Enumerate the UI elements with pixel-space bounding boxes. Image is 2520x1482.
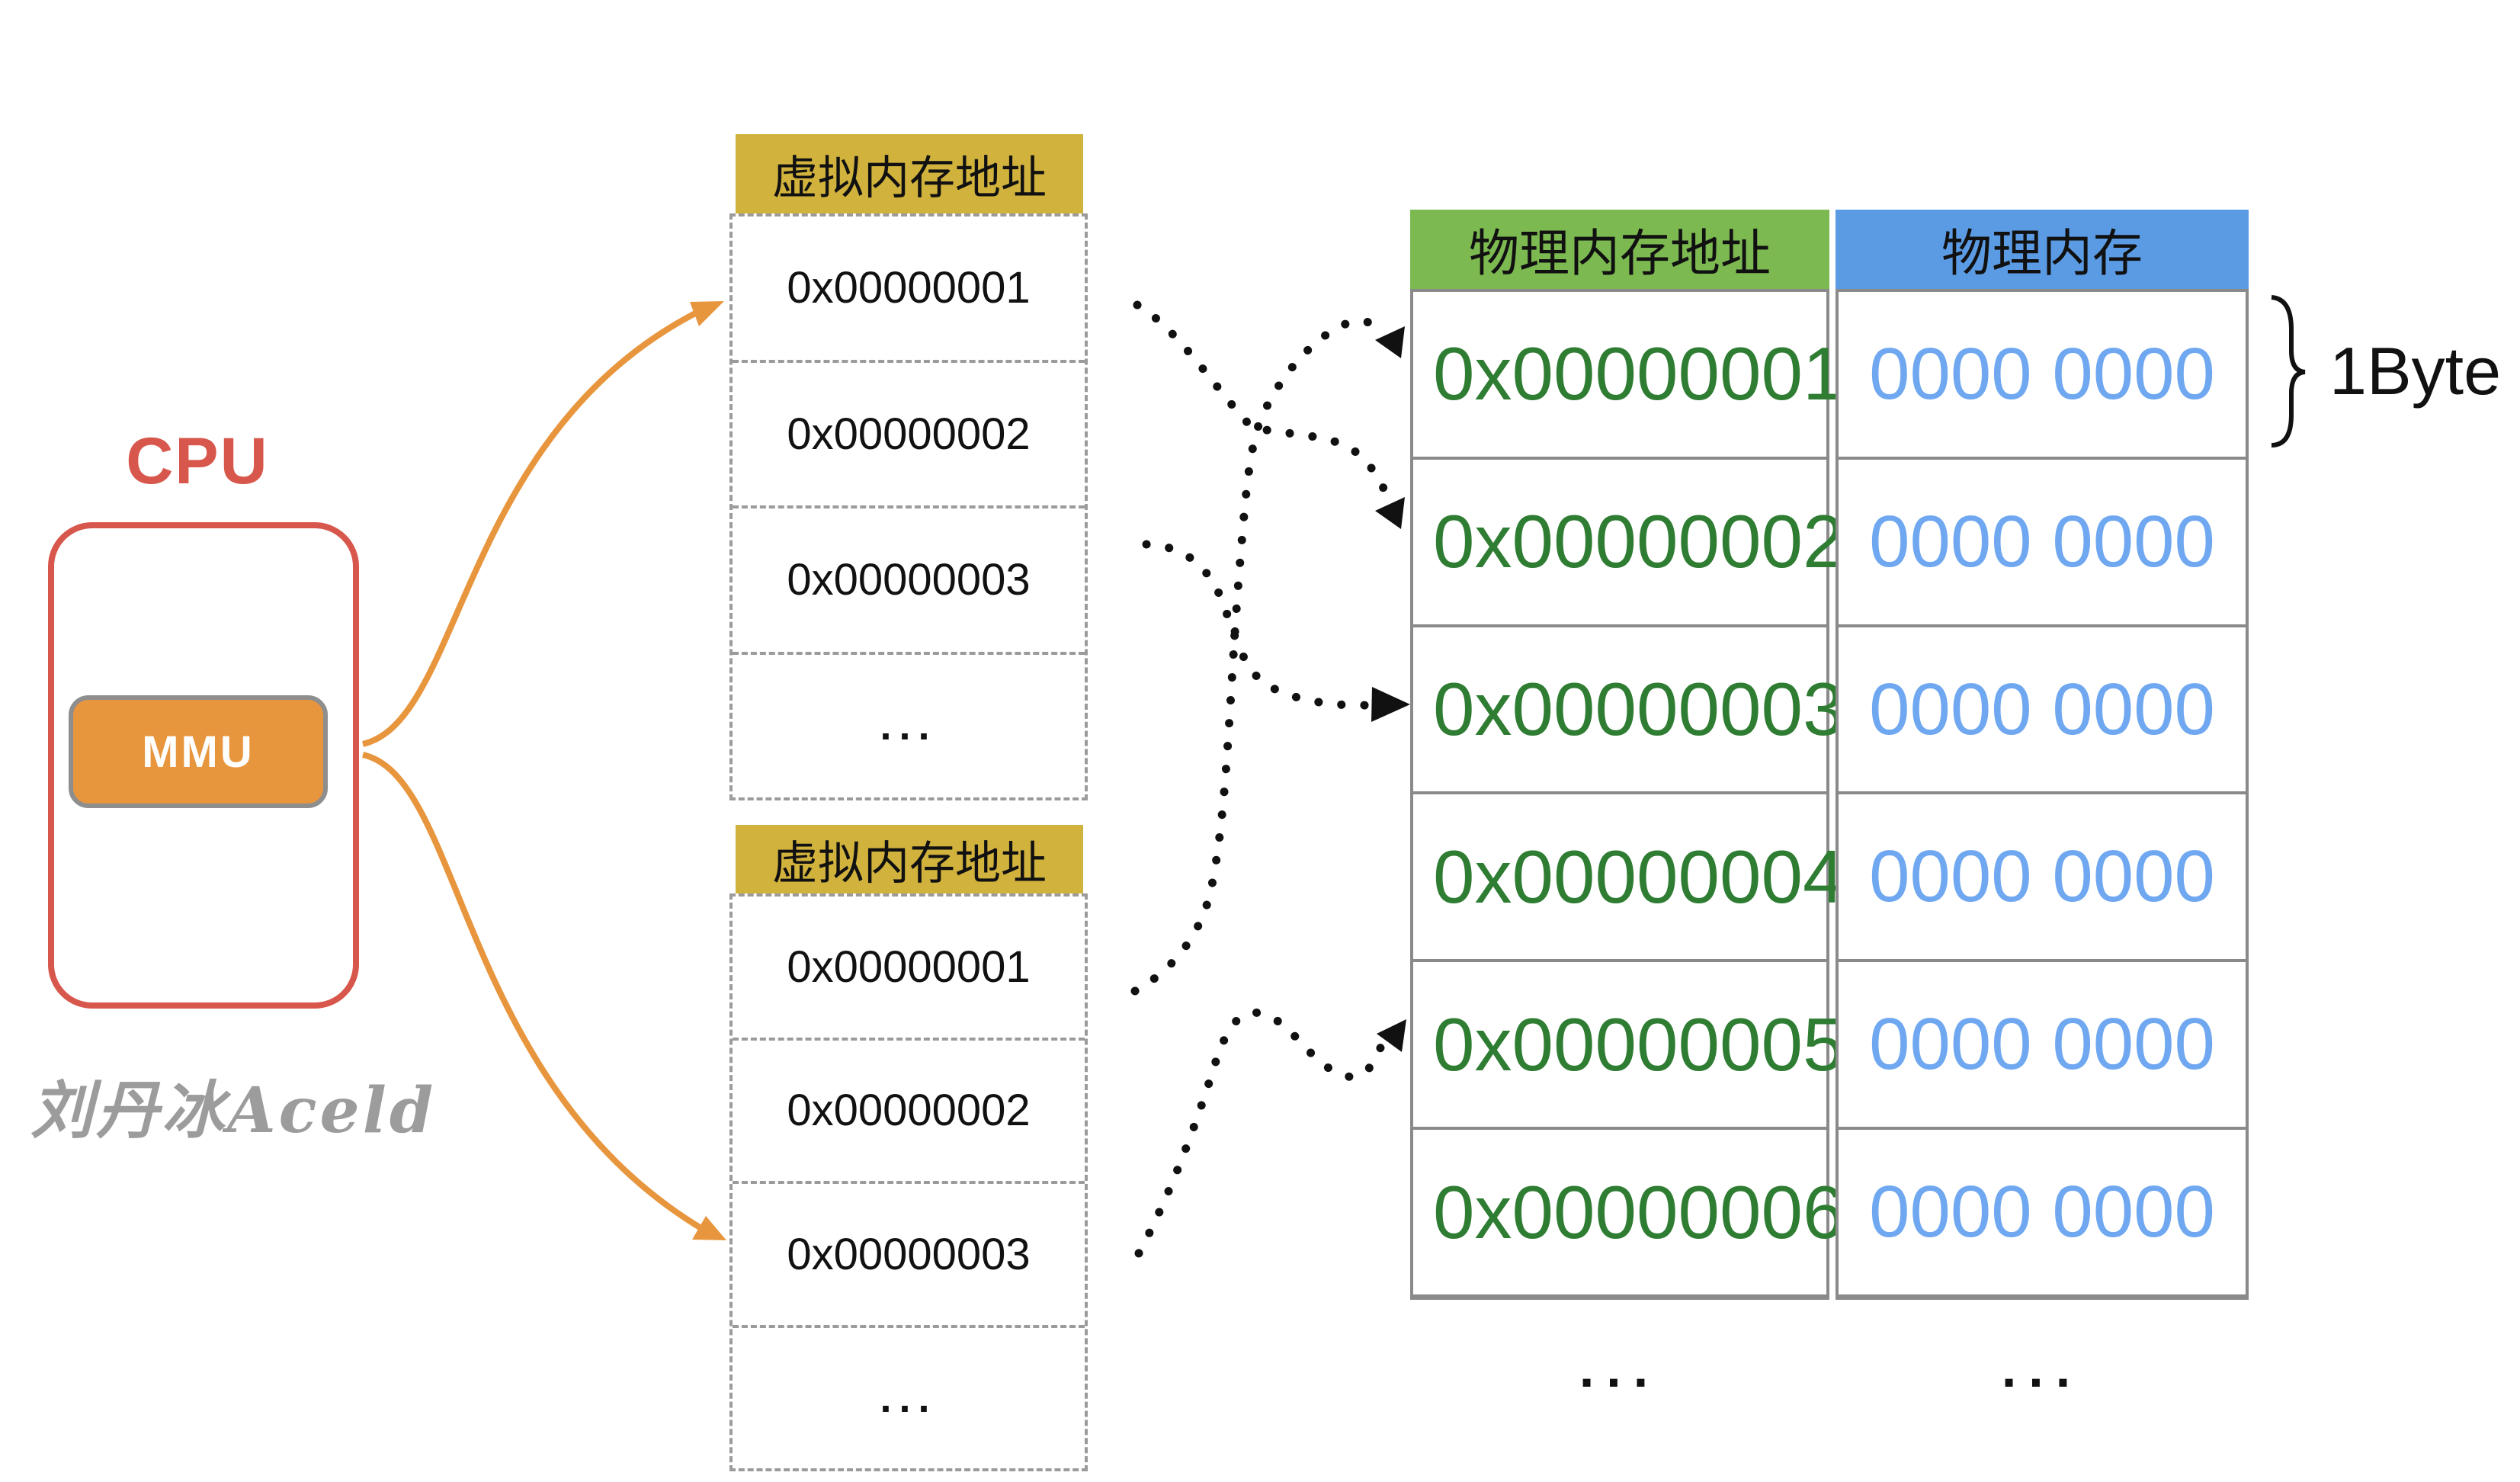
- mmu-label: MMU: [142, 727, 255, 777]
- vtable1-ellipsis-row: ...: [733, 651, 1085, 798]
- arrow-vtable2-row3-to-physical-row5: [1134, 1008, 1386, 1258]
- arrow-mmu-to-vtable2: [362, 752, 714, 1238]
- vtable2-row: 0x00000003: [733, 1181, 1085, 1325]
- arrowhead-mmu-to-vtable1: [690, 301, 724, 326]
- vtable2-ellipsis-row: ...: [733, 1324, 1085, 1469]
- vtable2: 0x00000001 0x00000002 0x00000003 ...: [729, 893, 1088, 1471]
- vtable1-row: 0x00000003: [733, 505, 1085, 652]
- physical-address-cell: 0x00000005: [1413, 959, 1845, 1127]
- physical-address-cell: 0x00000004: [1413, 791, 1845, 959]
- arrow-vtable2-row1-to-physical-row1: [1130, 316, 1386, 996]
- vtable1-row: 0x00000001: [787, 263, 1031, 313]
- physical-memory-cell: 0000 0000: [1869, 332, 2215, 415]
- physical-memory-ellipsis: ...: [2001, 1339, 2083, 1398]
- mmu-box: MMU: [69, 695, 328, 808]
- arrow-mmu-to-vtable1: [362, 303, 710, 747]
- physical-memory-column: 0000 0000 0000 0000 0000 0000 0000 0000 …: [1835, 289, 2249, 1300]
- arrow-vtable1-row1-to-physical-row2: [1133, 300, 1393, 506]
- byte-brace: [2271, 295, 2306, 447]
- arrowhead-physical-row3: [1371, 687, 1410, 722]
- physical-memory-cell: 0000 0000: [1839, 624, 2246, 792]
- physical-memory-cell: 0000 0000: [1839, 959, 2246, 1127]
- physical-address-column: 0x00000001 0x00000002 0x00000003 0x00000…: [1410, 289, 1845, 1300]
- physical-address-cell: 0x00000001: [1433, 332, 1845, 416]
- physical-address-ellipsis: ...: [1579, 1339, 1661, 1398]
- arrow-vtable1-row3-to-physical-row3: [1142, 540, 1374, 710]
- arrowhead-physical-row2: [1375, 497, 1405, 529]
- physical-memory-cell: 0000 0000: [1839, 1127, 2246, 1294]
- physical-address-cell: 0x00000006: [1413, 1127, 1845, 1294]
- physical-address-cell: 0x00000002: [1413, 456, 1845, 624]
- vtable1-header: 虚拟内存地址: [736, 134, 1083, 213]
- cpu-box: MMU: [48, 522, 359, 1009]
- vtable2-row: 0x00000002: [733, 1037, 1085, 1182]
- cpu-title: CPU: [126, 425, 269, 498]
- physical-address-header: 物理内存地址: [1410, 210, 1829, 289]
- physical-memory-cell: 0000 0000: [1839, 456, 2246, 624]
- vtable1-row: 0x00000002: [733, 359, 1085, 506]
- vtable1: 0x00000001 0x00000002 0x00000003 ...: [729, 213, 1088, 800]
- byte-size-label: 1Byte: [2329, 333, 2502, 409]
- vtable2-header: 虚拟内存地址: [736, 825, 1083, 893]
- physical-memory-header: 物理内存: [1835, 210, 2249, 289]
- watermark-text: 刘丹冰Aceld: [30, 1074, 437, 1147]
- vtable2-row: 0x00000001: [787, 941, 1031, 992]
- physical-memory-cell: 0000 0000: [1839, 791, 2246, 959]
- arrowhead-physical-row5: [1377, 1019, 1406, 1052]
- arrowhead-physical-row1: [1375, 326, 1405, 358]
- arrowhead-mmu-to-vtable2: [692, 1216, 726, 1240]
- physical-address-cell: 0x00000003: [1413, 624, 1845, 792]
